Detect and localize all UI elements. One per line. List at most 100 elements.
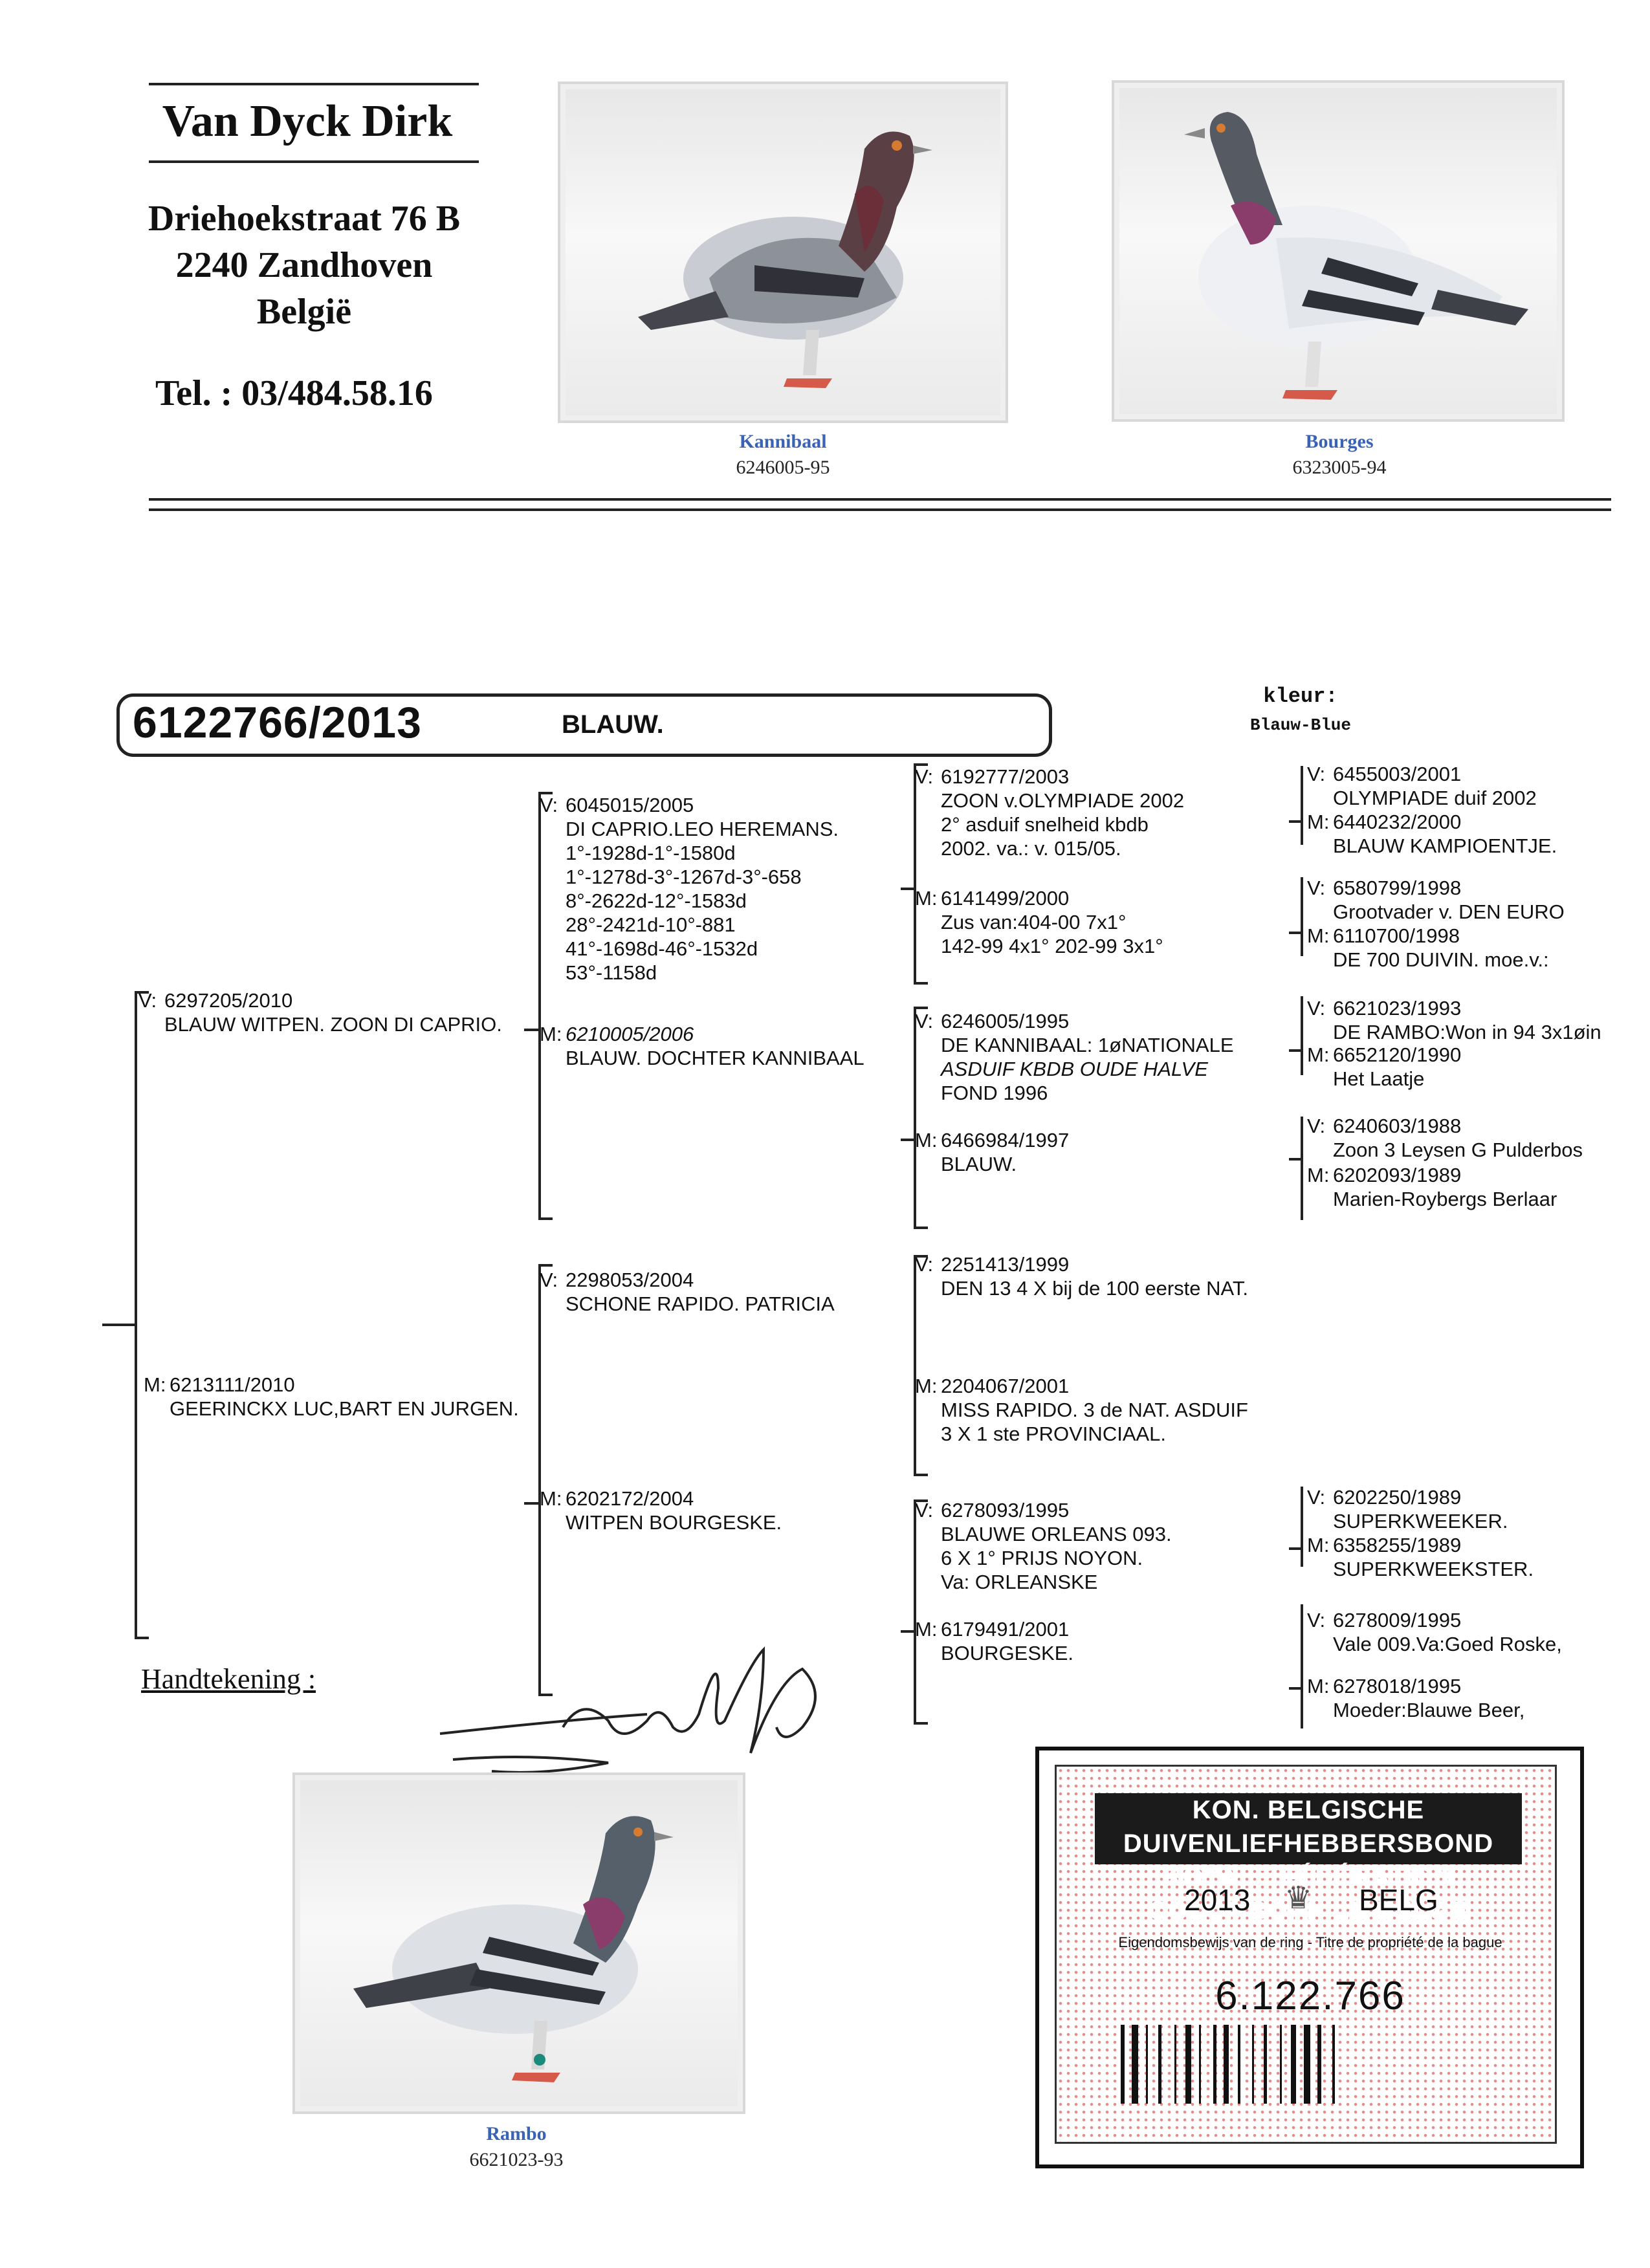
ring-number: 6045015/2005 bbox=[566, 794, 694, 816]
tick bbox=[1289, 1687, 1302, 1690]
description: Va: ORLEANSKE bbox=[941, 1571, 1098, 1593]
gen4-bracket bbox=[1301, 1487, 1303, 1567]
sex-tag: V: bbox=[138, 989, 157, 1012]
tick bbox=[914, 982, 928, 985]
ring-number: 6202172/2004 bbox=[566, 1487, 694, 1510]
sex-tag: V: bbox=[1307, 1115, 1326, 1137]
tick bbox=[538, 1694, 553, 1696]
gen3-fff: V:6192777/2003 ZOON v.OLYMPIADE 2002 2° … bbox=[915, 765, 1184, 860]
gen2-father-father: V:6045015/2005 DI CAPRIO.LEO HEREMANS. 1… bbox=[540, 793, 839, 985]
tick bbox=[1289, 820, 1302, 823]
sex-tag: M: bbox=[540, 1487, 562, 1510]
description: SUPERKWEEKSTER. bbox=[1333, 1558, 1534, 1580]
gen3-bracket-3 bbox=[914, 1255, 916, 1475]
ring-number: 6621023/1993 bbox=[1333, 997, 1462, 1020]
gen3-fmf: V:6246005/1995 DE KANNIBAAL: 1øNATIONALE… bbox=[915, 1009, 1234, 1105]
sex-tag: M: bbox=[915, 1129, 938, 1151]
tick bbox=[538, 1264, 553, 1267]
barcode-bar bbox=[1174, 2025, 1176, 2104]
barcode-bar bbox=[1252, 2025, 1254, 2104]
barcode-bar bbox=[1199, 2025, 1201, 2104]
ring-number: 6297205/2010 bbox=[164, 989, 293, 1012]
gen3-mff: V:2251413/1999 DEN 13 4 X bij de 100 eer… bbox=[915, 1252, 1248, 1300]
barcode-bar bbox=[1304, 2025, 1310, 2104]
description: 2° asduif snelheid kbdb bbox=[941, 813, 1149, 836]
description: BLAUW KAMPIOENTJE. bbox=[1333, 834, 1557, 857]
ring-number: 2251413/1999 bbox=[941, 1253, 1070, 1276]
owner-name: Van Dyck Dirk bbox=[162, 96, 453, 146]
gen3-bracket-2 bbox=[914, 1007, 916, 1228]
ring-card-number: 6.122.766 bbox=[1215, 1974, 1405, 2018]
tick bbox=[914, 1227, 928, 1229]
gen4-bracket bbox=[1301, 766, 1303, 845]
ring-number: 6652120/1990 bbox=[1333, 1043, 1462, 1066]
description: 3 X 1 ste PROVINCIAAL. bbox=[941, 1423, 1167, 1445]
description: OLYMPIADE duif 2002 bbox=[1333, 787, 1537, 809]
ring-number-box bbox=[116, 693, 1052, 757]
result-line: 8°-2622d-12°-1583d bbox=[566, 889, 747, 912]
description: Zoon 3 Leysen G Pulderbos bbox=[1333, 1139, 1583, 1161]
gen4-j: M:6358255/1989 SUPERKWEEKSTER. bbox=[1307, 1533, 1534, 1581]
photo-rambo-name: Rambo bbox=[486, 2123, 547, 2144]
main-ring-number: 6122766/2013 bbox=[133, 698, 422, 747]
description: 2002. va.: v. 015/05. bbox=[941, 837, 1121, 860]
barcode-bar bbox=[1185, 2025, 1191, 2104]
barcode-bar bbox=[1280, 2025, 1282, 2104]
description: Grootvader v. DEN EURO bbox=[1333, 900, 1565, 923]
gen1-top-tick bbox=[135, 991, 149, 994]
tick bbox=[901, 888, 915, 890]
gen4-e: V:6621023/1993 DE RAMBO:Won in 94 3x1øin bbox=[1307, 996, 1601, 1044]
gen4-f: M:6652120/1990 Het Laatje bbox=[1307, 1043, 1461, 1091]
photo-kannibaal-name: Kannibaal bbox=[739, 431, 827, 452]
sex-tag: M: bbox=[1307, 1534, 1330, 1556]
result-line: 1°-1928d-1°-1580d bbox=[566, 842, 736, 864]
ring-number: 6358255/1989 bbox=[1333, 1534, 1462, 1556]
barcode-bar bbox=[1238, 2025, 1240, 2104]
description: DE 700 DUIVIN. moe.v.: bbox=[1333, 948, 1549, 971]
gen4-a: V:6455003/2001 OLYMPIADE duif 2002 bbox=[1307, 762, 1537, 810]
description: Marien-Roybergs Berlaar bbox=[1333, 1188, 1557, 1210]
gen3-ffm: M:6141499/2000 Zus van:404-00 7x1° 142-9… bbox=[915, 886, 1163, 958]
ring-number: 6202250/1989 bbox=[1333, 1486, 1462, 1509]
gen4-c: V:6580799/1998 Grootvader v. DEN EURO bbox=[1307, 876, 1565, 924]
owner-street: Driehoekstraat 76 B bbox=[148, 199, 461, 239]
gen1-bottom-tick bbox=[135, 1637, 149, 1639]
signature-mark bbox=[439, 1646, 817, 1774]
photo-rambo bbox=[292, 1772, 745, 2114]
gen4-d: M:6110700/1998 DE 700 DUIVIN. moe.v.: bbox=[1307, 924, 1549, 972]
tick bbox=[538, 1217, 553, 1220]
pigeon-image bbox=[1184, 112, 1528, 400]
gen2-mother-father: V:2298053/2004 SCHONE RAPIDO. PATRICIA bbox=[540, 1268, 835, 1316]
description: ASDUIF KBDB OUDE HALVE bbox=[941, 1058, 1208, 1080]
sex-tag: V: bbox=[1307, 1486, 1326, 1509]
owner-telephone: Tel. : 03/484.58.16 bbox=[155, 373, 433, 413]
photo-kannibaal-ring: 6246005-95 bbox=[736, 457, 830, 478]
gen3-mmm: M:6179491/2001 BOURGESKE. bbox=[915, 1617, 1073, 1665]
sex-tag: V: bbox=[1307, 877, 1326, 899]
ring-number: 6466984/1997 bbox=[941, 1129, 1070, 1151]
tick bbox=[914, 1474, 928, 1476]
tick bbox=[538, 792, 553, 794]
photo-bourges bbox=[1112, 80, 1565, 422]
ring-number: 6246005/1995 bbox=[941, 1010, 1070, 1032]
tick bbox=[901, 1139, 915, 1141]
description: FOND 1996 bbox=[941, 1082, 1048, 1104]
barcode-bar bbox=[1213, 2025, 1216, 2104]
sex-tag: V: bbox=[915, 1499, 934, 1521]
ring-number: 6455003/2001 bbox=[1333, 763, 1462, 785]
tick bbox=[1289, 1158, 1302, 1161]
tick bbox=[914, 1255, 928, 1258]
ring-number: 2204067/2001 bbox=[941, 1375, 1070, 1397]
gen2-father-mother: M:6210005/2006 BLAUW. DOCHTER KANNIBAAL bbox=[540, 1022, 864, 1070]
header-under-rule bbox=[149, 160, 479, 163]
photo-bourges-name: Bourges bbox=[1305, 431, 1374, 452]
ring-number: 6141499/2000 bbox=[941, 887, 1070, 910]
sex-tag: V: bbox=[540, 794, 558, 816]
owner-country: België bbox=[256, 292, 352, 332]
description: ZOON v.OLYMPIADE 2002 bbox=[941, 789, 1185, 812]
barcode-bar bbox=[1264, 2025, 1267, 2104]
tick bbox=[914, 763, 928, 766]
sex-tag: M: bbox=[540, 1023, 562, 1045]
tick bbox=[524, 1029, 540, 1031]
tick bbox=[914, 1499, 928, 1502]
